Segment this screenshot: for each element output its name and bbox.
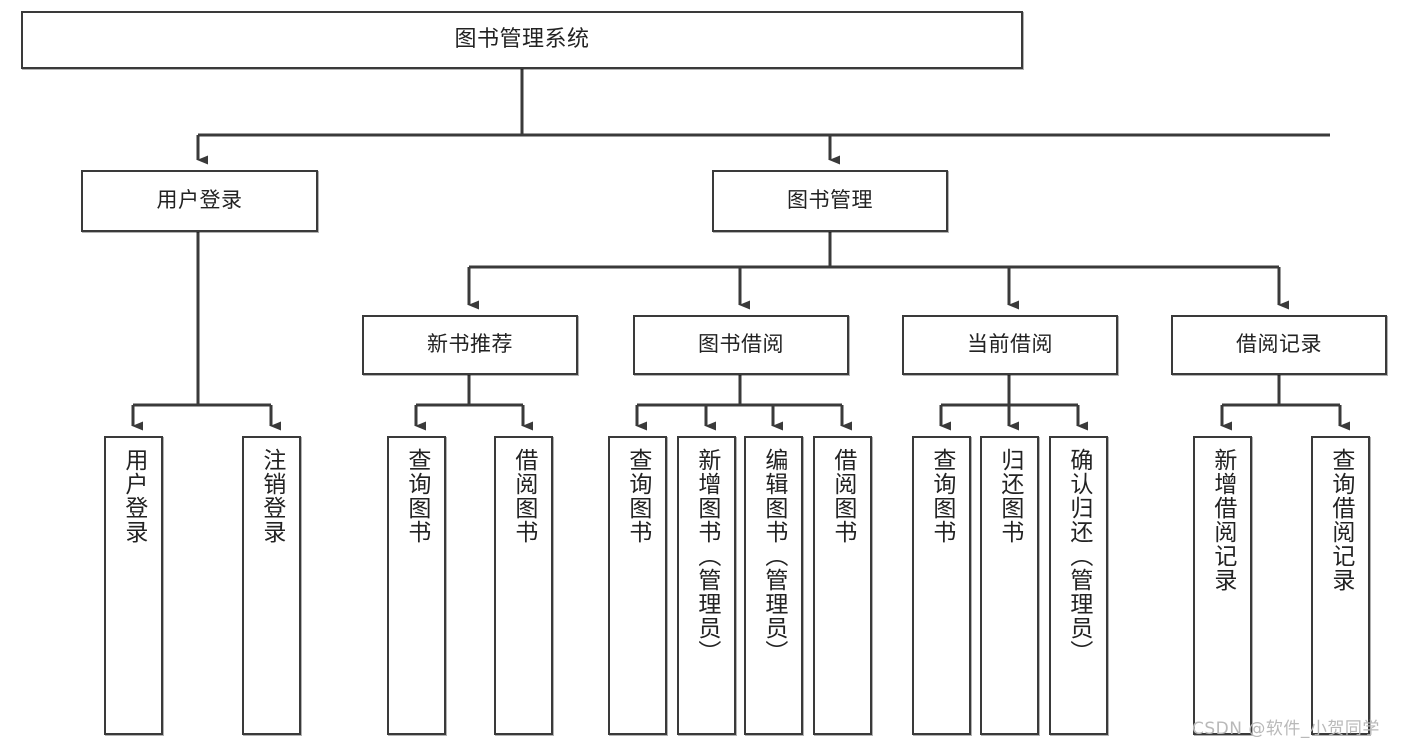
node-label: 当前借阅 — [967, 332, 1053, 357]
node-label: 确认归还（管理员） — [1065, 448, 1092, 664]
leaf-borrow-query-book[interactable]: 查询图书 — [608, 436, 667, 735]
leaf-current-return-book[interactable]: 归还图书 — [980, 436, 1039, 735]
leaf-user-login[interactable]: 用户登录 — [104, 436, 163, 735]
node-label: 编辑图书（管理员） — [760, 448, 787, 664]
leaf-borrow-add-book[interactable]: 新增图书（管理员） — [677, 436, 736, 735]
node-label: 借阅记录 — [1236, 332, 1322, 357]
node-label: 查询图书 — [624, 448, 651, 544]
leaf-record-query[interactable]: 查询借阅记录 — [1311, 436, 1370, 735]
node-label: 用户登录 — [156, 188, 243, 213]
node-label: 图书管理 — [787, 188, 873, 213]
node-label: 查询图书 — [403, 448, 430, 544]
leaf-borrow-edit-book[interactable]: 编辑图书（管理员） — [744, 436, 803, 735]
csdn-watermark: CSDN @软件_小贺同学 — [1192, 719, 1380, 739]
node-user-login[interactable]: 用户登录 — [81, 170, 318, 232]
node-new-book-recommend[interactable]: 新书推荐 — [362, 315, 578, 375]
node-root-system[interactable]: 图书管理系统 — [21, 11, 1023, 69]
node-book-borrow[interactable]: 图书借阅 — [633, 315, 849, 375]
node-label: 图书借阅 — [698, 332, 784, 357]
leaf-borrow-borrow-book[interactable]: 借阅图书 — [813, 436, 872, 735]
node-label: 新增图书（管理员） — [693, 448, 720, 664]
node-label: 新增借阅记录 — [1209, 448, 1236, 592]
node-label: 查询借阅记录 — [1327, 448, 1354, 592]
leaf-record-add[interactable]: 新增借阅记录 — [1193, 436, 1252, 735]
node-label: 图书管理系统 — [454, 26, 590, 52]
node-book-management[interactable]: 图书管理 — [712, 170, 948, 232]
node-label: 借阅图书 — [829, 448, 856, 544]
node-label: 用户登录 — [120, 448, 147, 544]
node-label: 新书推荐 — [427, 332, 513, 357]
leaf-new-book-query[interactable]: 查询图书 — [387, 436, 446, 735]
node-label: 归还图书 — [996, 448, 1023, 544]
leaf-user-logout[interactable]: 注销登录 — [242, 436, 301, 735]
leaf-current-confirm-return[interactable]: 确认归还（管理员） — [1049, 436, 1108, 735]
leaf-current-query-book[interactable]: 查询图书 — [912, 436, 971, 735]
node-label: 注销登录 — [258, 448, 285, 544]
leaf-new-book-borrow[interactable]: 借阅图书 — [494, 436, 553, 735]
node-current-borrow[interactable]: 当前借阅 — [902, 315, 1118, 375]
node-borrow-record[interactable]: 借阅记录 — [1171, 315, 1387, 375]
node-label: 查询图书 — [928, 448, 955, 544]
node-label: 借阅图书 — [510, 448, 537, 544]
